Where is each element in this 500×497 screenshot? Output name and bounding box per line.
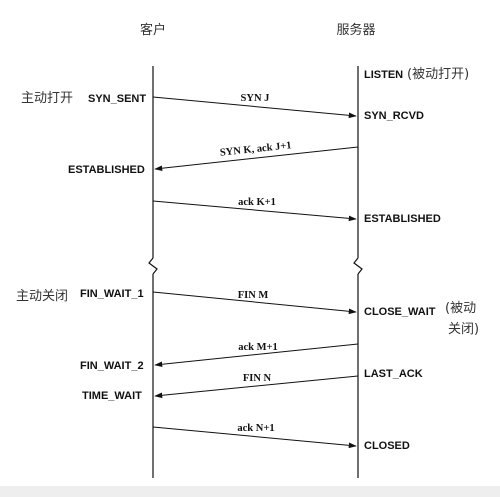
- label-ack-n1: ack N+1: [237, 423, 274, 434]
- client-header: 客户: [140, 22, 166, 38]
- message-syn-j: SYN J: [152, 93, 357, 119]
- server-state-close-wait: CLOSE_WAIT: [364, 306, 436, 318]
- label-syn-j: SYN J: [241, 93, 270, 104]
- message-syn-k-ack: SYN K, ack J+1: [154, 140, 359, 172]
- active-open-note: 主动打开: [21, 91, 73, 106]
- client-state-established: ESTABLISHED: [68, 164, 145, 176]
- server-header: 服务器: [336, 22, 375, 38]
- client-state-time-wait: TIME_WAIT: [82, 390, 142, 402]
- message-ack-k1: ack K+1: [152, 197, 357, 222]
- arrow-fin-m: [152, 291, 357, 315]
- arrow-ack-k1: [152, 200, 357, 222]
- server-state-last-ack: LAST_ACK: [364, 368, 423, 380]
- client-state-fin-wait-2: FIN_WAIT_2: [80, 360, 144, 372]
- active-close-note: 主动关闭: [16, 289, 68, 304]
- bottom-band: [0, 486, 500, 497]
- arrow-syn-k-ack: [154, 146, 359, 172]
- label-ack-k1: ack K+1: [238, 197, 276, 208]
- client-break-mark: [148, 257, 158, 275]
- arrow-ack-m1: [154, 343, 359, 368]
- arrow-ack-n1: [152, 426, 357, 449]
- passive-close-note-line1: (被动: [445, 301, 476, 316]
- client-state-syn-sent: SYN_SENT: [88, 93, 146, 105]
- client-timeline: [148, 66, 158, 478]
- message-fin-m: FIN M: [152, 290, 357, 315]
- arrow-fin-n: [154, 375, 359, 399]
- message-fin-n: FIN N: [154, 373, 359, 399]
- label-fin-n: FIN N: [243, 373, 272, 384]
- passive-open-note: (被动打开): [407, 67, 469, 82]
- message-ack-n1: ack N+1: [152, 423, 357, 449]
- server-timeline: [353, 66, 363, 478]
- arrow-syn-j: [152, 96, 357, 119]
- server-break-mark: [353, 257, 363, 275]
- server-state-established: ESTABLISHED: [364, 213, 441, 225]
- client-state-fin-wait-1: FIN_WAIT_1: [80, 288, 144, 300]
- server-state-syn-rcvd: SYN_RCVD: [364, 110, 424, 122]
- server-state-listen: LISTEN: [364, 69, 403, 81]
- label-fin-m: FIN M: [238, 290, 269, 301]
- label-ack-m1: ack M+1: [238, 342, 278, 353]
- server-state-closed: CLOSED: [364, 440, 410, 452]
- passive-close-note-line2: 关闭): [448, 322, 479, 337]
- label-syn-k-ack: SYN K, ack J+1: [219, 140, 292, 158]
- message-ack-m1: ack M+1: [154, 342, 359, 368]
